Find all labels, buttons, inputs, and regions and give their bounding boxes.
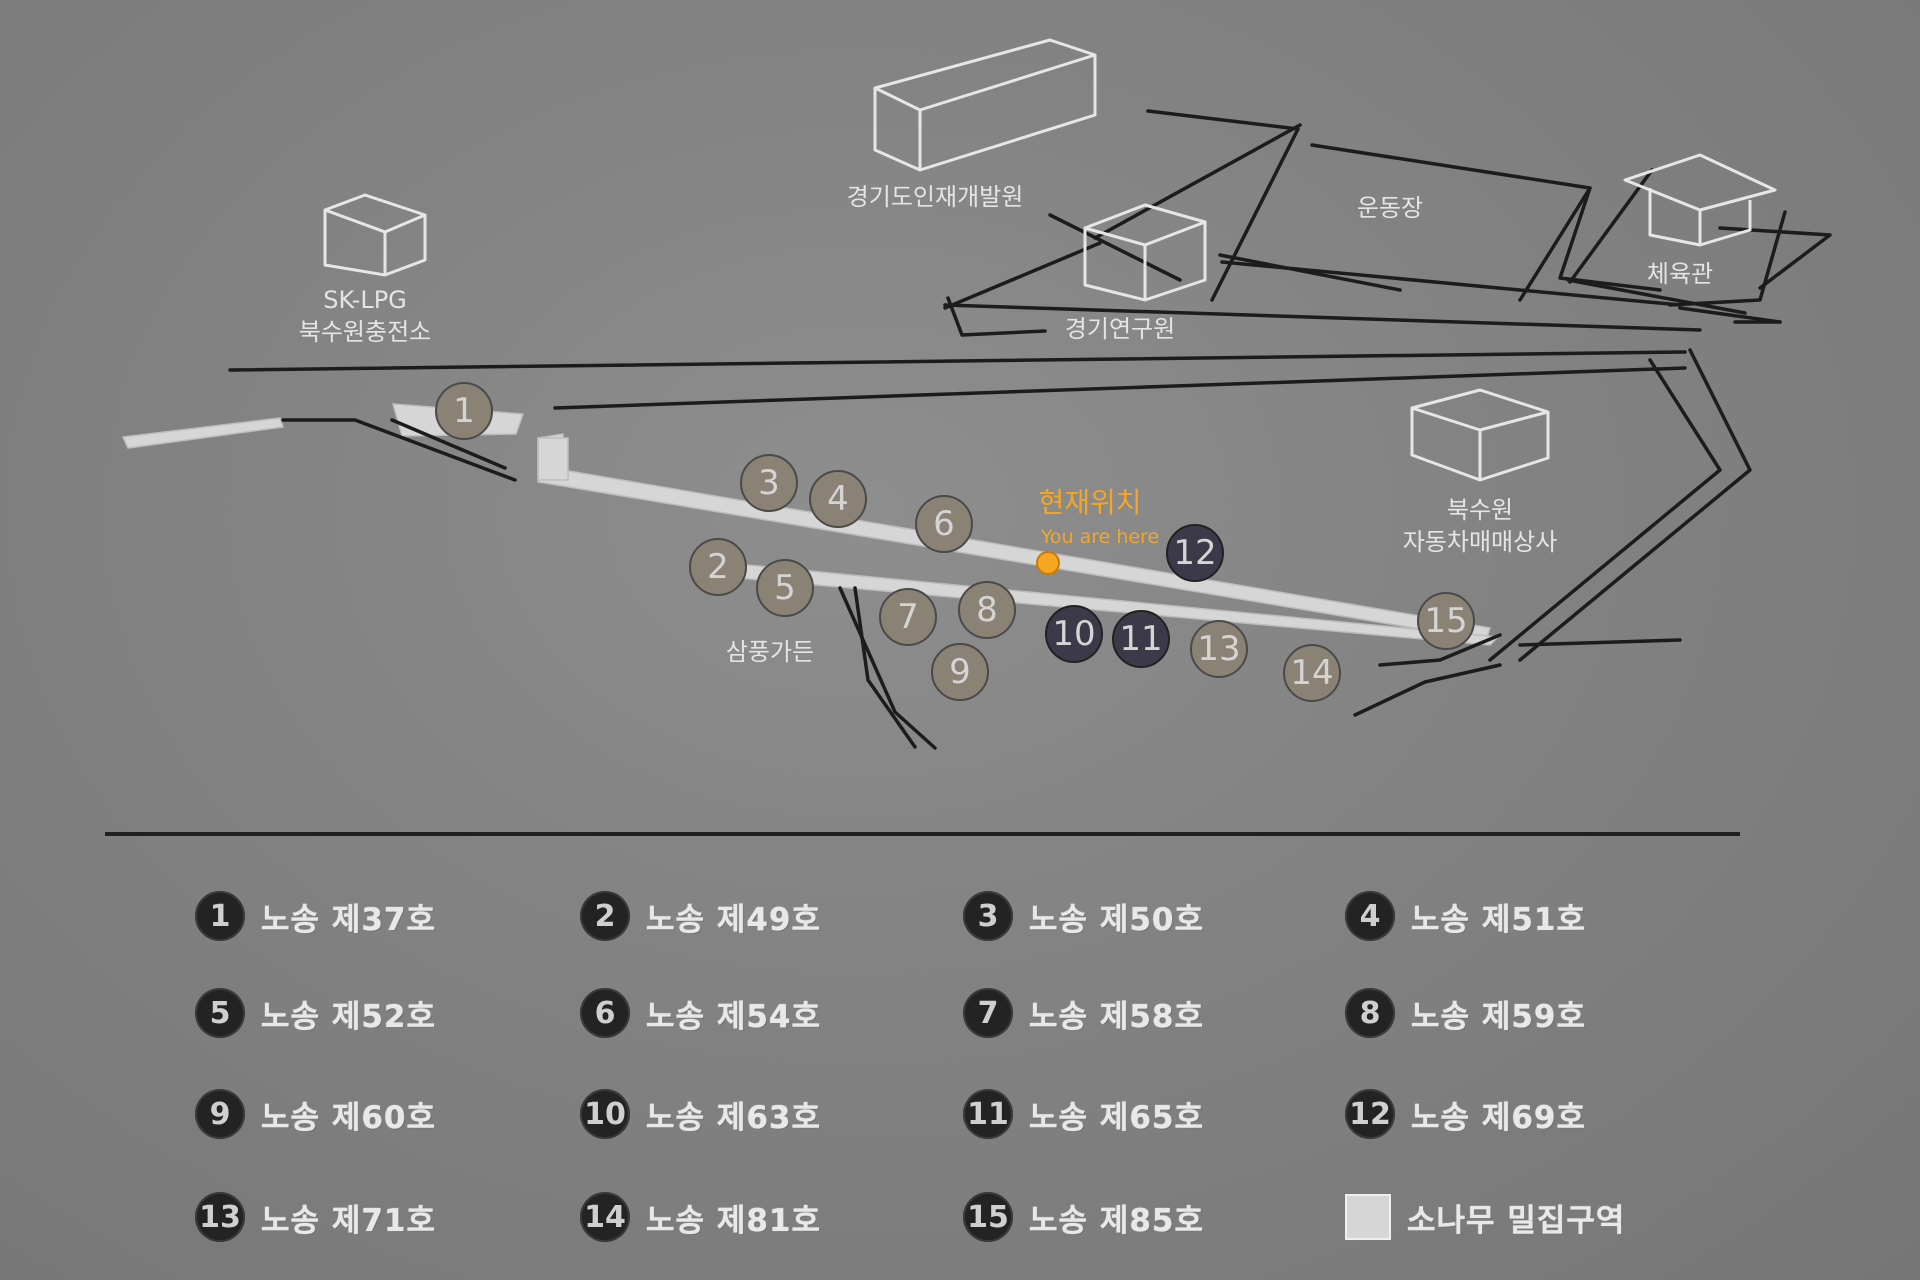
tree-marker-5[interactable]: 5 — [756, 559, 814, 617]
you-are-here-marker: 현재위치 You are here — [1036, 486, 1159, 575]
svg-text:9: 9 — [949, 652, 971, 692]
legend-item-2: 2 노송 제49호 — [580, 888, 821, 944]
legend-number-badge: 8 — [1345, 988, 1395, 1038]
legend-number-badge: 15 — [963, 1192, 1013, 1242]
tree-marker-8[interactable]: 8 — [958, 581, 1016, 639]
legend-number-badge: 9 — [195, 1089, 245, 1139]
legend-label: 노송 제54호 — [646, 998, 822, 1035]
svg-text:4: 4 — [827, 479, 849, 519]
legend-label: 노송 제71호 — [261, 1202, 437, 1239]
legend-label: 노송 제63호 — [646, 1099, 822, 1136]
label-car-dealer: 자동차매매상사 — [1403, 528, 1558, 556]
legend-number-badge: 11 — [963, 1089, 1013, 1139]
legend-item-12: 12 노송 제69호 — [1345, 1086, 1586, 1142]
label-gymnasium: 체육관 — [1647, 260, 1713, 288]
label-sports-field: 운동장 — [1357, 194, 1423, 222]
legend-label: 노송 제50호 — [1029, 901, 1205, 938]
legend-number-badge: 2 — [580, 891, 630, 941]
legend-label: 노송 제58호 — [1029, 998, 1205, 1035]
svg-text:3: 3 — [758, 463, 780, 503]
legend-number-badge: 13 — [195, 1192, 245, 1242]
legend-label: 노송 제49호 — [646, 901, 822, 938]
svg-text:15: 15 — [1424, 601, 1467, 641]
tree-marker-3[interactable]: 3 — [740, 454, 798, 512]
legend-item-9: 9 노송 제60호 — [195, 1086, 436, 1142]
legend-divider — [105, 832, 1740, 836]
tree-marker-14[interactable]: 14 — [1283, 644, 1341, 702]
building-outlines — [323, 38, 1777, 482]
tree-marker-10[interactable]: 10 — [1045, 605, 1103, 663]
legend-label: 노송 제65호 — [1029, 1099, 1205, 1136]
legend-label: 노송 제52호 — [261, 998, 437, 1035]
svg-text:6: 6 — [933, 504, 955, 544]
tree-marker-12[interactable]: 12 — [1166, 524, 1224, 582]
legend-label: 노송 제85호 — [1029, 1202, 1205, 1239]
label-lpg-station: 북수원충전소 — [299, 318, 431, 346]
tree-marker-4[interactable]: 4 — [809, 470, 867, 528]
tree-marker-15[interactable]: 15 — [1417, 592, 1475, 650]
svg-text:12: 12 — [1173, 533, 1216, 573]
legend-item-5: 5 노송 제52호 — [195, 985, 436, 1041]
label-garden: 삼풍가든 — [726, 638, 814, 666]
legend-item-14: 14 노송 제81호 — [580, 1189, 821, 1245]
label-hrd-institute: 경기도인재개발원 — [847, 183, 1024, 211]
legend-item-6: 6 노송 제54호 — [580, 985, 821, 1041]
legend-item-10: 10 노송 제63호 — [580, 1086, 821, 1142]
legend-number-badge: 1 — [195, 891, 245, 941]
legend-label: 노송 제37호 — [261, 901, 437, 938]
pine-zone-swatch — [1345, 1194, 1391, 1240]
svg-text:5: 5 — [774, 568, 796, 608]
legend-item-13: 13 노송 제71호 — [195, 1189, 436, 1245]
legend-item-7: 7 노송 제58호 — [963, 985, 1204, 1041]
svg-text:2: 2 — [707, 547, 729, 587]
tree-marker-9[interactable]: 9 — [931, 643, 989, 701]
svg-text:1: 1 — [453, 391, 475, 431]
legend-item-pine-zone: 소나무 밀집구역 — [1345, 1189, 1625, 1245]
legend-item-11: 11 노송 제65호 — [963, 1086, 1204, 1142]
legend-label: 노송 제69호 — [1411, 1099, 1587, 1136]
legend-number-badge: 5 — [195, 988, 245, 1038]
legend-number-badge: 10 — [580, 1089, 630, 1139]
legend-number-badge: 14 — [580, 1192, 630, 1242]
svg-text:10: 10 — [1052, 614, 1095, 654]
label-research-institute: 경기연구원 — [1065, 315, 1175, 343]
legend-item-1: 1 노송 제37호 — [195, 888, 436, 944]
pine-zone-band — [121, 403, 1500, 646]
legend-label: 노송 제51호 — [1411, 901, 1587, 938]
legend-number-badge: 12 — [1345, 1089, 1395, 1139]
label-dealer-area: 북수원 — [1447, 496, 1513, 524]
legend-item-15: 15 노송 제85호 — [963, 1189, 1204, 1245]
legend-item-3: 3 노송 제50호 — [963, 888, 1204, 944]
legend-label: 노송 제59호 — [1411, 998, 1587, 1035]
tree-marker-2[interactable]: 2 — [689, 538, 747, 596]
tree-marker-11[interactable]: 11 — [1112, 610, 1170, 668]
legend-number-badge: 3 — [963, 891, 1013, 941]
svg-text:11: 11 — [1119, 619, 1162, 659]
tree-marker-6[interactable]: 6 — [915, 495, 973, 553]
tree-marker-13[interactable]: 13 — [1190, 620, 1248, 678]
label-lpg-name: SK-LPG — [323, 286, 407, 314]
svg-text:8: 8 — [976, 590, 998, 630]
legend-number-badge: 4 — [1345, 891, 1395, 941]
svg-text:13: 13 — [1197, 629, 1240, 669]
svg-text:14: 14 — [1290, 653, 1333, 693]
legend-number-badge: 6 — [580, 988, 630, 1038]
tree-marker-7[interactable]: 7 — [879, 588, 937, 646]
legend-item-8: 8 노송 제59호 — [1345, 985, 1586, 1041]
legend-number-badge: 7 — [963, 988, 1013, 1038]
legend-label: 소나무 밀집구역 — [1407, 1202, 1626, 1239]
legend-item-4: 4 노송 제51호 — [1345, 888, 1586, 944]
you-are-here-ko: 현재위치 — [1038, 486, 1141, 519]
legend-label: 노송 제60호 — [261, 1099, 437, 1136]
svg-text:7: 7 — [897, 597, 919, 637]
legend-label: 노송 제81호 — [646, 1202, 822, 1239]
road-lines — [228, 109, 1832, 750]
you-are-here-en: You are here — [1040, 526, 1159, 548]
tree-marker-1[interactable]: 1 — [435, 382, 493, 440]
